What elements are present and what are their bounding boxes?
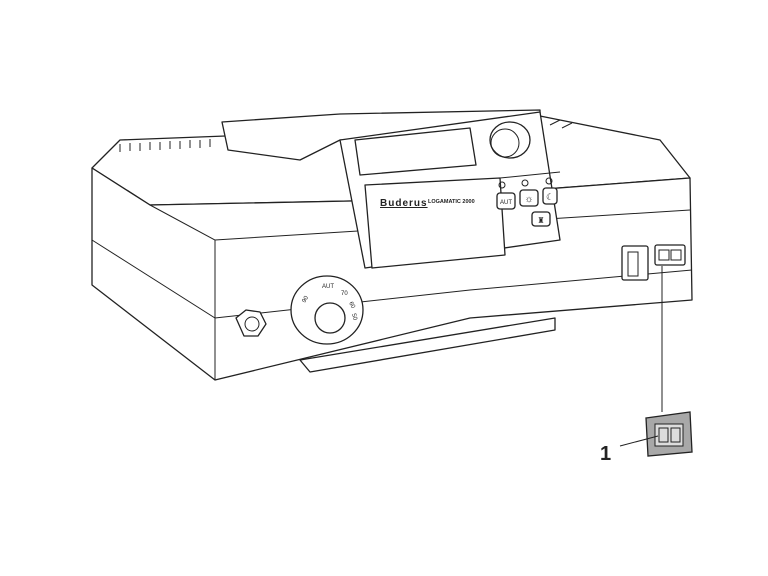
dial-label: 90 [302, 295, 311, 304]
dial-label: 60 [347, 301, 356, 310]
callout-number: 1 [600, 443, 611, 465]
model-label: LOGAMATIC 2000 [428, 199, 475, 205]
dial-label: 70 [341, 291, 348, 297]
auto-button-label: AUT [500, 200, 512, 206]
vent-slots [119, 119, 573, 152]
rotary-knob[interactable] [489, 121, 531, 159]
power-switch[interactable] [621, 245, 649, 281]
display-screen [354, 127, 477, 176]
thermostat-dial[interactable]: 90 AUT 70 60 50 [290, 275, 364, 345]
detail-part-1 [645, 411, 693, 457]
dial-label: 50 [350, 313, 358, 322]
holiday-button[interactable]: ♜ [531, 211, 551, 227]
safety-limiter-cap[interactable] [235, 309, 267, 337]
person-icon: ♜ [537, 216, 544, 225]
brand-logo: Buderus [380, 198, 428, 209]
socket-module[interactable] [654, 244, 686, 266]
callout-line [619, 435, 659, 447]
panel-flap [364, 177, 506, 269]
base-plinth [299, 317, 556, 373]
auto-button[interactable]: AUT [496, 192, 516, 210]
sun-icon: ☼ [524, 194, 533, 205]
night-mode-button[interactable]: ☾ [542, 187, 558, 205]
status-leds [498, 177, 553, 189]
moon-icon: ☾ [546, 192, 554, 202]
day-mode-button[interactable]: ☼ [519, 189, 539, 207]
dial-label: AUT [322, 284, 334, 290]
